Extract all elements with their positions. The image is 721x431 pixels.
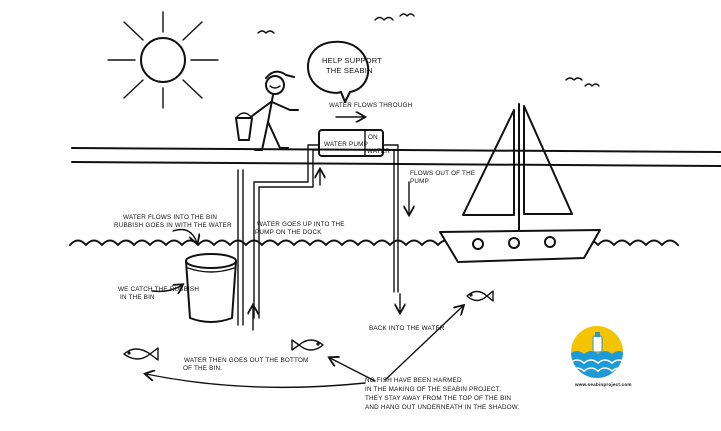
fish-note-arrows <box>146 306 463 389</box>
label-flows-out-2: PUMP <box>410 178 429 185</box>
label-catch-2: IN THE BIN <box>120 294 155 301</box>
pump-water-outlet: WATER <box>367 148 390 155</box>
seabin-logo: www.seabinproject.com <box>571 326 632 387</box>
label-fish-1: NO FISH HAVE BEEN HARMED <box>365 377 462 384</box>
label-flows-out-1: FLOWS OUT OF THE <box>410 170 475 177</box>
birds-icon <box>257 13 600 87</box>
label-out-bottom-1: WATER THEN GOES OUT THE BOTTOM <box>184 357 308 364</box>
label-fish-4: AND HANG OUT UNDERNEATH IN THE SHADOW. <box>365 404 520 411</box>
speech-bubble: HELP SUPPORT THE SEABIN <box>307 40 382 103</box>
fish-icon <box>123 290 494 361</box>
speech-bubble-line1: HELP SUPPORT <box>322 56 382 65</box>
water-pump: WATER PUMP ON WATER <box>318 129 390 157</box>
label-flows-into-2: RUBBISH GOES IN WITH THE WATER <box>114 222 232 229</box>
label-out-bottom-2: OF THE BIN. <box>183 365 222 372</box>
label-goes-up-1: WATER GOES UP INTO THE <box>257 221 345 228</box>
label-catch-1: WE CATCH THE RUBBISH <box>118 286 199 293</box>
label-goes-up-2: PUMP ON THE DOCK <box>255 229 322 236</box>
dock <box>71 147 721 167</box>
catch-rubbish-arrow <box>151 285 182 291</box>
seabin-bin <box>185 253 237 323</box>
sun-icon <box>107 11 219 109</box>
stick-figure <box>235 70 299 151</box>
label-fish-3: THEY STAY AWAY FROM THE TOP OF THE BIN <box>365 395 511 402</box>
pump-label: WATER PUMP <box>324 141 368 148</box>
label-flows-through: WATER FLOWS THROUGH <box>329 102 413 109</box>
label-back-into-water: BACK INTO THE WATER <box>369 325 445 332</box>
pump-on-indicator: ON <box>368 134 378 141</box>
speech-bubble-line2: THE SEABIN <box>326 66 373 75</box>
logo-url: www.seabinproject.com <box>574 382 632 387</box>
label-fish-2: IN THE MAKING OF THE SEABIN PROJECT. <box>365 386 501 393</box>
sailboat <box>439 103 601 263</box>
pipes <box>237 144 399 326</box>
label-flows-into-1: WATER FLOWS INTO THE BIN <box>123 214 217 221</box>
flow-into-bin-arrow <box>172 228 197 244</box>
